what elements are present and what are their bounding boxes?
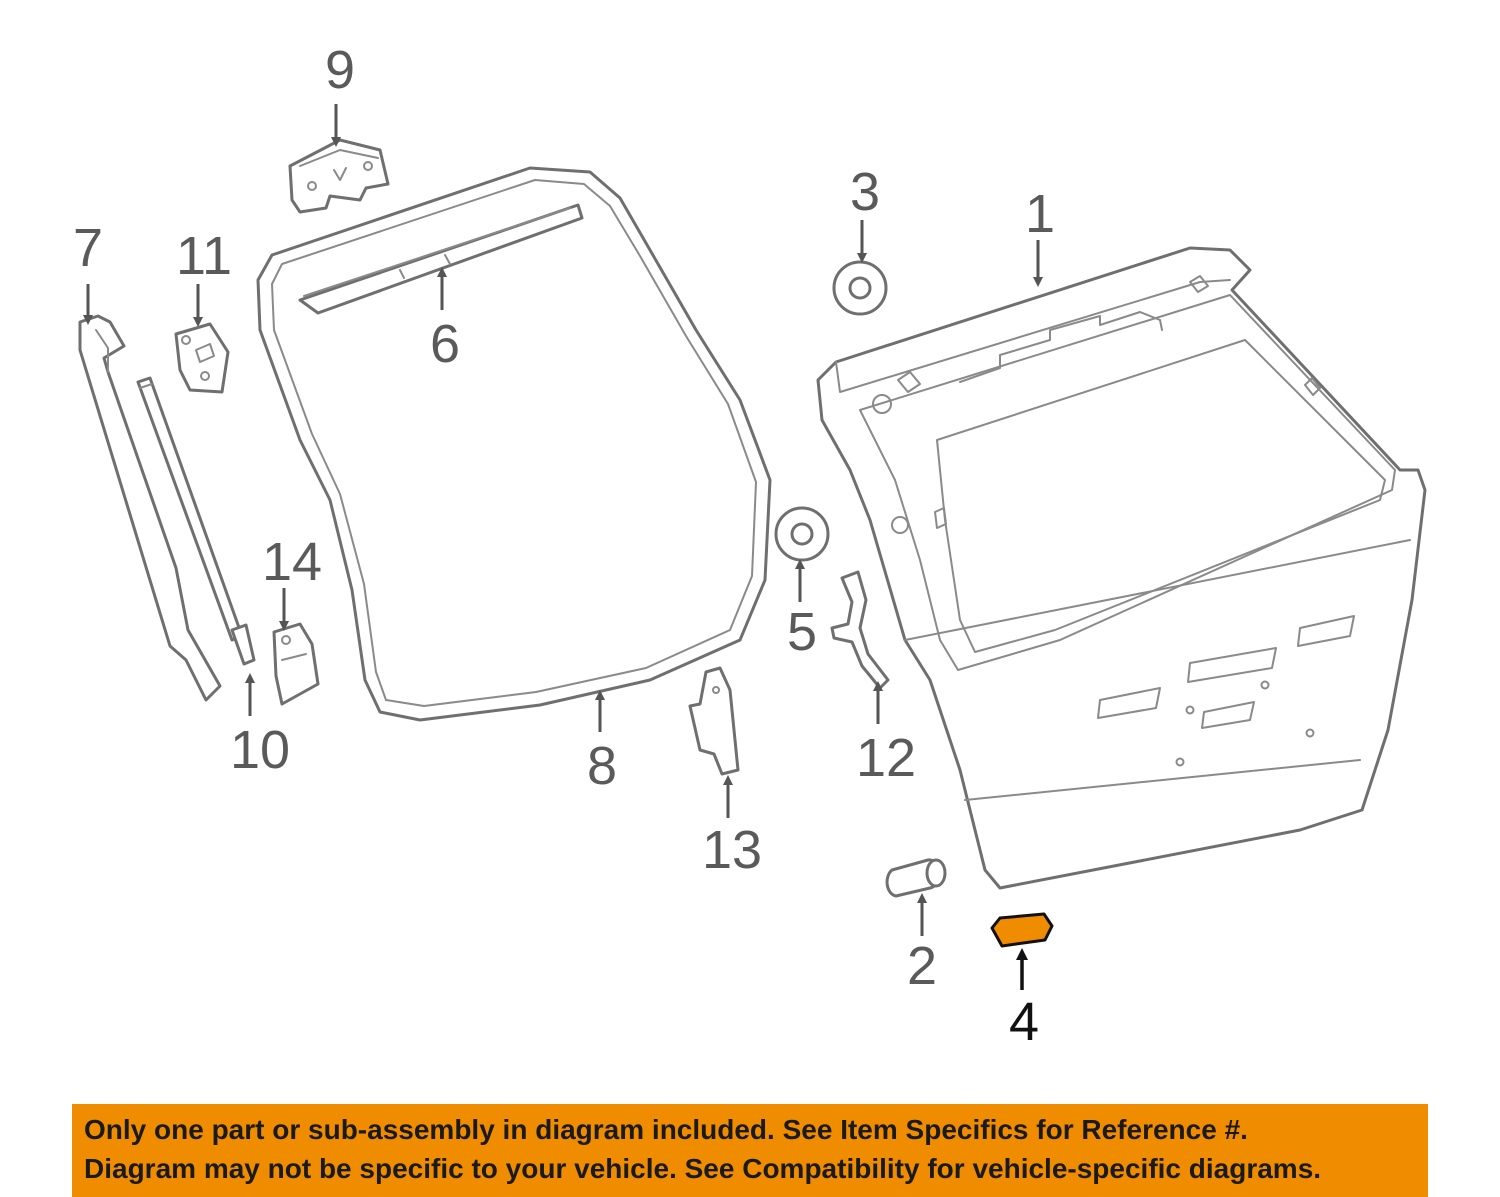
callout-13: 13 [702,820,762,880]
callout-3: 3 [850,162,880,222]
callout-arrows [83,104,1043,990]
part-14-striker [272,622,320,706]
part-10-gas-strut [136,376,256,666]
part-5-plug [774,506,830,562]
callout-12: 12 [856,728,916,788]
callout-9: 9 [325,40,355,100]
part-1-liftgate [816,246,1427,890]
part-6-spoiler [298,203,584,315]
part-9-hinge [288,138,390,214]
part-8-weatherstrip [256,166,772,722]
callout-11: 11 [176,226,232,286]
callout-1: 1 [1025,184,1055,244]
callout-5: 5 [787,602,817,662]
callout-6: 6 [430,314,460,374]
part-4-highlighted-pad [990,912,1054,948]
part-12-bracket [830,570,890,690]
callout-14: 14 [262,532,322,592]
disclaimer-line-1: Only one part or sub-assembly in diagram… [84,1114,1248,1145]
callout-2: 2 [907,936,937,996]
callout-7: 7 [73,218,103,278]
part-11-bracket [174,322,230,394]
part-13-bracket [688,666,740,776]
disclaimer-line-2: Diagram may not be specific to your vehi… [84,1153,1322,1184]
callout-labels: 1 2 3 4 5 6 7 8 9 10 11 12 13 14 [73,40,1055,1052]
disclaimer-banner: Only one part or sub-assembly in diagram… [72,1104,1428,1197]
part-3-plug [832,260,888,316]
part-2-bumper [885,858,947,898]
callout-8: 8 [587,736,617,796]
callout-4: 4 [1009,992,1039,1052]
part-7-trim-molding [78,314,222,702]
callout-10: 10 [230,720,290,780]
